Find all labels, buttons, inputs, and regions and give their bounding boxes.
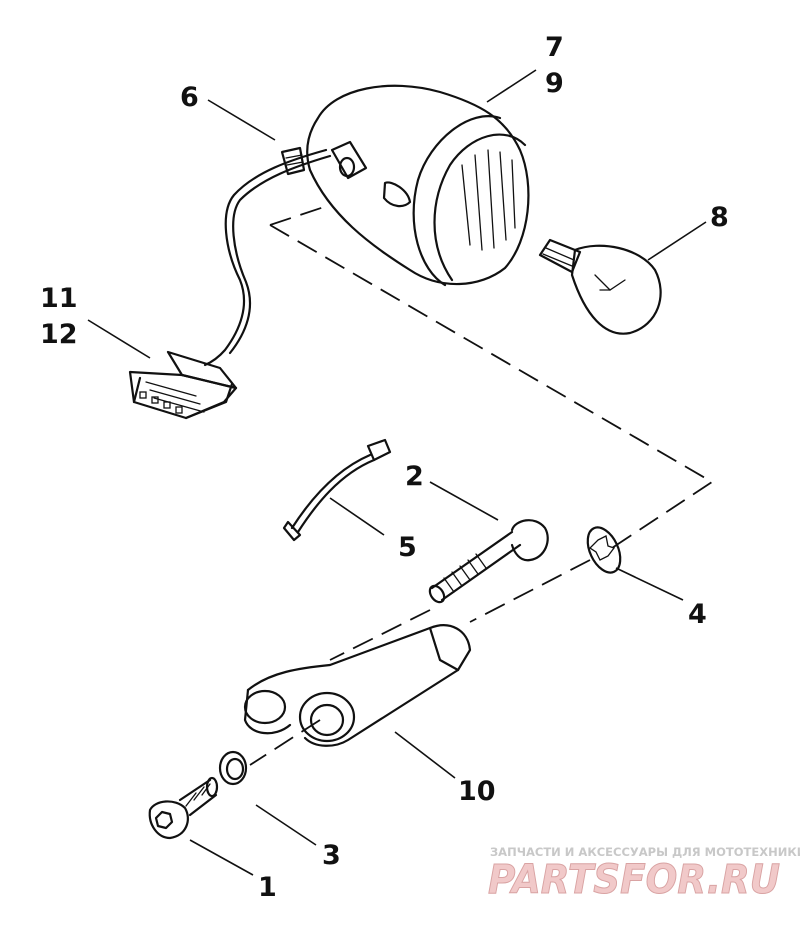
callout-6: 6 xyxy=(180,82,199,113)
lamp-housing xyxy=(306,84,530,287)
mounting-arm xyxy=(243,624,472,747)
star-washer xyxy=(586,526,622,574)
callout-4: 4 xyxy=(688,599,707,630)
callout-8: 8 xyxy=(710,202,729,233)
wire-harness xyxy=(203,146,332,367)
callout-10: 10 xyxy=(458,776,496,807)
leader-lines xyxy=(87,69,707,876)
callout-7: 7 xyxy=(545,32,564,63)
lock-washer xyxy=(218,750,248,786)
watermark-logo: PARTSFOR.RU xyxy=(488,857,780,903)
callout-1: 1 xyxy=(258,872,277,903)
watermark: ЗАПЧАСТИ И АКСЕССУАРЫ ДЛЯ МОТОТЕХНИКИ PA… xyxy=(488,845,800,904)
socket-screw xyxy=(148,776,219,840)
connector-plug xyxy=(128,350,238,420)
wire-tie xyxy=(282,438,392,542)
callout-5: 5 xyxy=(398,532,417,563)
callout-labels: 6 7 9 8 11 12 2 5 4 10 3 1 xyxy=(40,32,729,903)
watermark-caption: ЗАПЧАСТИ И АКСЕССУАРЫ ДЛЯ МОТОТЕХНИКИ xyxy=(490,845,800,859)
callout-2: 2 xyxy=(405,461,424,492)
assembly-dash-lines xyxy=(249,204,714,766)
callout-12: 12 xyxy=(40,319,78,350)
callout-9: 9 xyxy=(545,68,564,99)
callout-3: 3 xyxy=(322,840,341,871)
bolt xyxy=(428,519,549,604)
bulb xyxy=(538,238,662,335)
callout-11: 11 xyxy=(40,283,78,314)
